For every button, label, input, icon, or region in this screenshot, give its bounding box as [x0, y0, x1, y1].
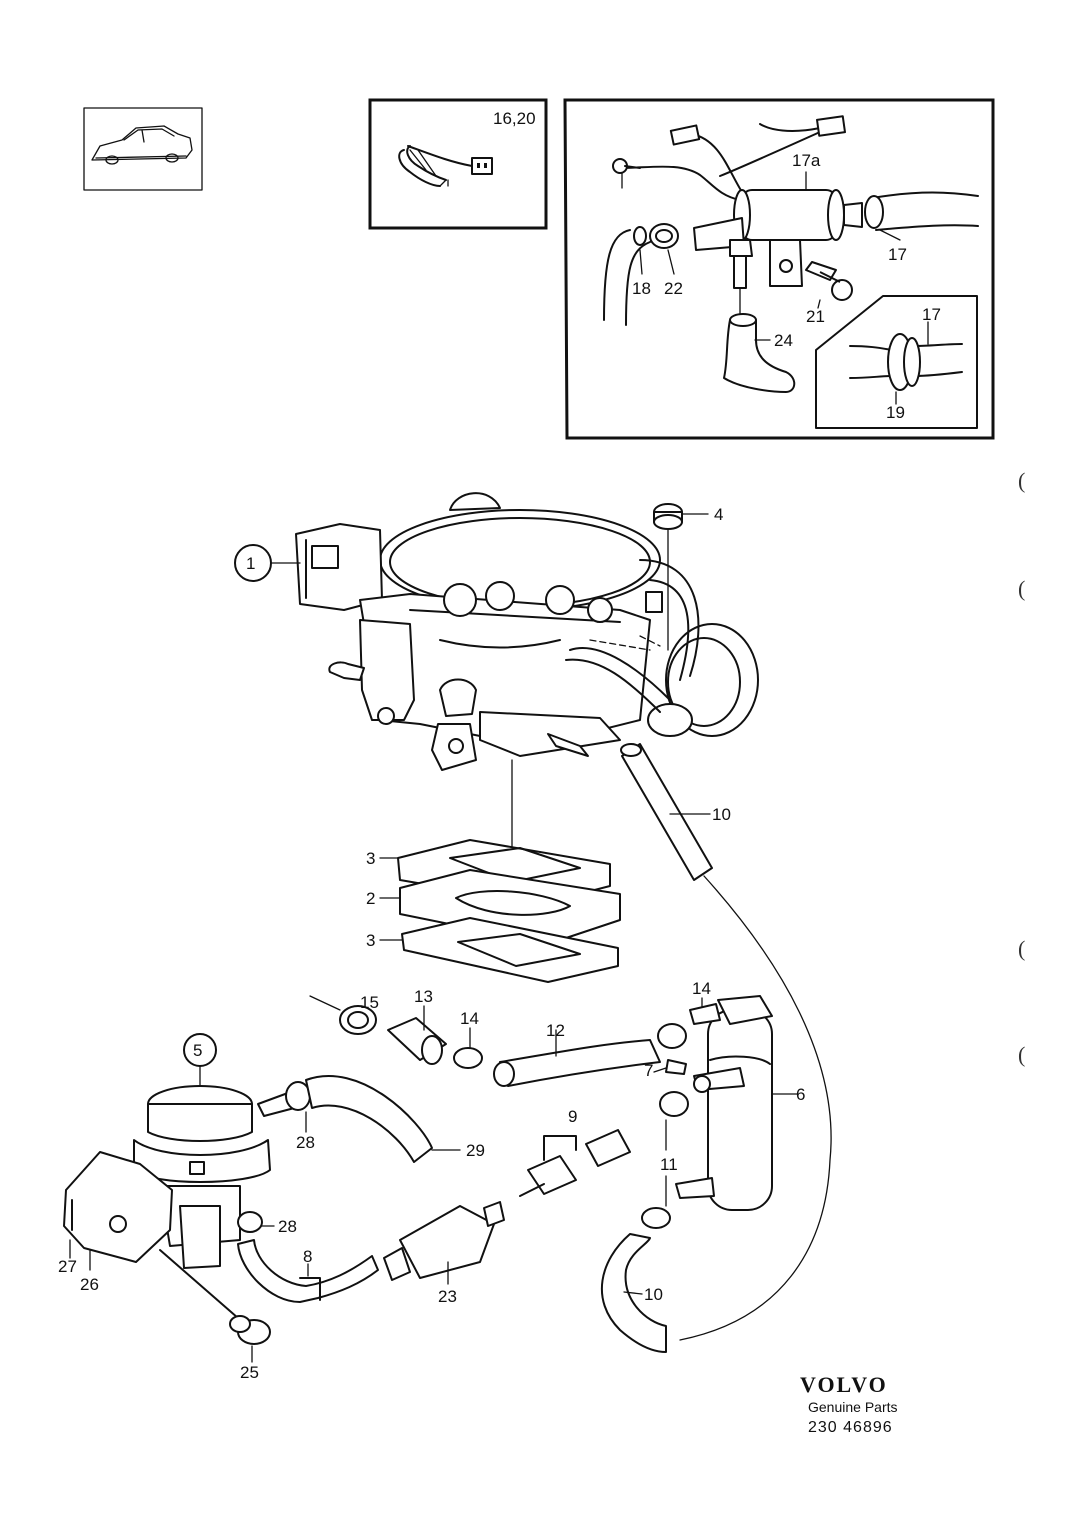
callout-10: 10: [712, 805, 731, 824]
callout-11: 11: [660, 1155, 678, 1174]
callout-9: 9: [568, 1107, 577, 1126]
margin-marks: ( ( ( (: [1018, 468, 1025, 1067]
margin-mark: (: [1018, 1042, 1025, 1067]
callout-3-lower: 3: [366, 931, 375, 950]
callout-25: 25: [240, 1363, 259, 1382]
gasket-stack: [379, 839, 621, 983]
callout-1: 1: [246, 554, 255, 573]
carburetor: [234, 492, 759, 916]
callout-2: 2: [366, 889, 375, 908]
callout-23: 23: [438, 1287, 457, 1306]
callout-29: 29: [466, 1141, 485, 1160]
callout-15: 15: [360, 993, 379, 1012]
callout-24: 24: [774, 331, 793, 350]
callout-13: 13: [414, 987, 433, 1006]
callout-19: 19: [886, 403, 905, 422]
callout-4: 4: [714, 505, 723, 524]
callout-22: 22: [664, 279, 683, 298]
callout-28-lower: 28: [278, 1217, 297, 1236]
inset-label: 16,20: [493, 109, 536, 128]
callout-5: 5: [193, 1041, 202, 1060]
callout-6: 6: [796, 1085, 805, 1104]
callout-7: 7: [644, 1061, 653, 1080]
callout-3: 3: [366, 849, 375, 868]
callout-17: 17: [888, 245, 907, 264]
callout-12: 12: [546, 1021, 565, 1040]
inset-fuel-filter-assembly: [563, 98, 995, 440]
part-number: 230 46896: [808, 1419, 893, 1436]
callout-18: 18: [632, 279, 651, 298]
vehicle-thumbnail: [83, 107, 203, 191]
fuel-canister: [641, 995, 799, 1229]
callout-8: 8: [303, 1247, 312, 1266]
brand-block: VOLVO Genuine Parts 230 46896: [800, 1372, 898, 1436]
brand-tagline: Genuine Parts: [808, 1399, 898, 1415]
margin-mark: (: [1018, 468, 1025, 493]
brand-logo: VOLVO: [800, 1372, 888, 1397]
callout-14: 14: [460, 1009, 479, 1028]
callout-10-lower: 10: [644, 1285, 663, 1304]
margin-mark: (: [1018, 576, 1025, 601]
inline-filter: [383, 1129, 631, 1285]
callout-labels: 1 2 3 3 4 5 6 7 8 9 10 10 11 12 13 14 14…: [58, 151, 941, 1382]
inset-wiring-harness: 16,20: [368, 98, 548, 230]
margin-mark: (: [1018, 936, 1025, 961]
fuel-line-connectors: [309, 995, 703, 1087]
callout-17a: 17a: [792, 151, 821, 170]
callout-17-sub: 17: [922, 305, 941, 324]
callout-27: 27: [58, 1257, 77, 1276]
callout-21: 21: [806, 307, 825, 326]
callout-14-right: 14: [692, 979, 711, 998]
hose-10-lower: [600, 1233, 667, 1353]
callout-26: 26: [80, 1275, 99, 1294]
callout-28: 28: [296, 1133, 315, 1152]
fuel-pump: [63, 1033, 461, 1363]
hose-10-upper: [620, 743, 832, 1341]
